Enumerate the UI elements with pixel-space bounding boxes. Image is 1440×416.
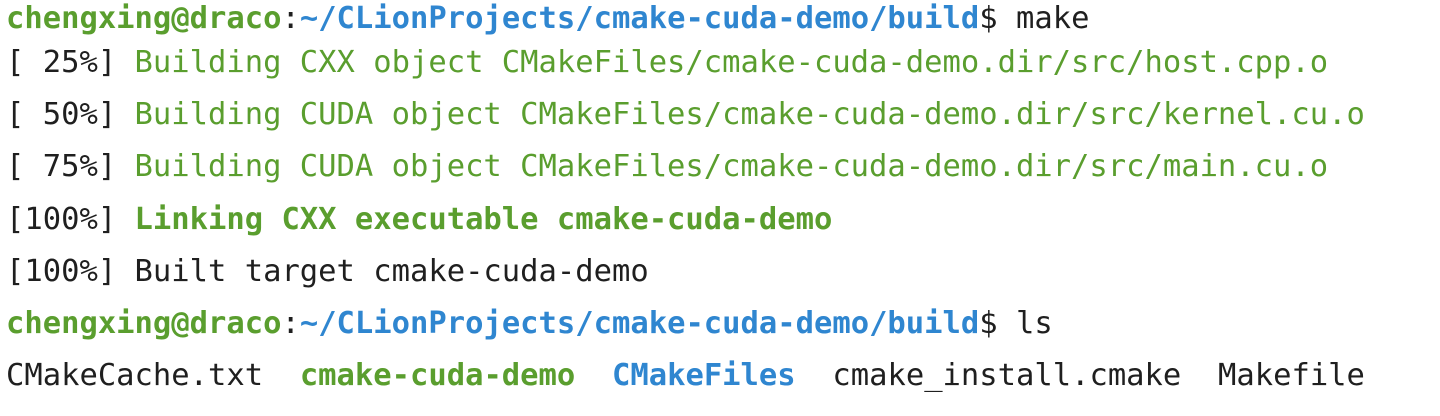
build-message: Building CXX object CMakeFiles/cmake-cud…: [134, 45, 1329, 80]
ls-entry-directory: CMakeFiles: [612, 358, 796, 394]
ls-separator: [575, 358, 612, 393]
prompt-colon: :: [281, 1, 300, 36]
prompt-path: ~/CLionProjects/cmake-cuda-demo/build: [299, 1, 980, 36]
prompt-user-host: chengxing@draco: [6, 305, 282, 341]
build-output-line: [ 75%] Building CUDA object CMakeFiles/c…: [6, 141, 1440, 193]
terminal-line-prompt-ls: chengxing@draco:~/CLionProjects/cmake-cu…: [6, 298, 1440, 350]
build-percent: [100%]: [6, 253, 135, 289]
build-percent: [ 75%]: [6, 149, 135, 185]
ls-entry-file: cmake_install.cmake: [832, 358, 1182, 394]
prompt-path: ~/CLionProjects/cmake-cuda-demo/build: [299, 305, 980, 341]
ls-entry-executable: cmake-cuda-demo: [299, 358, 576, 394]
built-target-message: Built target cmake-cuda-demo: [134, 253, 649, 289]
build-output-line: [100%] Built target cmake-cuda-demo: [6, 246, 1440, 298]
prompt-dollar: $: [979, 305, 998, 341]
build-message: Building CUDA object CMakeFiles/cmake-cu…: [134, 149, 1329, 185]
build-output-line: [ 50%] Building CUDA object CMakeFiles/c…: [6, 89, 1440, 141]
ls-separator: [796, 358, 833, 393]
prompt-dollar: $: [979, 1, 998, 36]
command-make: make: [997, 1, 1090, 36]
ls-output-line: CMakeCache.txt cmake-cuda-demo CMakeFile…: [6, 350, 1440, 402]
ls-separator: [1181, 358, 1218, 393]
prompt-user-host: chengxing@draco: [6, 1, 282, 36]
build-output-line: [ 25%] Building CXX object CMakeFiles/cm…: [6, 37, 1440, 89]
build-percent: [ 50%]: [6, 97, 135, 133]
ls-entry-file: Makefile: [1218, 358, 1365, 394]
terminal-line-prompt-make: chengxing@draco:~/CLionProjects/cmake-cu…: [6, 0, 1440, 37]
ls-entry-file: CMakeCache.txt: [6, 358, 264, 394]
build-percent: [100%]: [6, 201, 135, 237]
link-message: Linking CXX executable cmake-cuda-demo: [134, 201, 833, 237]
build-output-line: [100%] Linking CXX executable cmake-cuda…: [6, 194, 1440, 246]
prompt-colon: :: [281, 305, 300, 341]
build-message: Building CUDA object CMakeFiles/cmake-cu…: [134, 97, 1365, 133]
build-percent: [ 25%]: [6, 45, 135, 80]
command-ls: ls: [997, 305, 1053, 341]
ls-separator: [263, 358, 300, 393]
